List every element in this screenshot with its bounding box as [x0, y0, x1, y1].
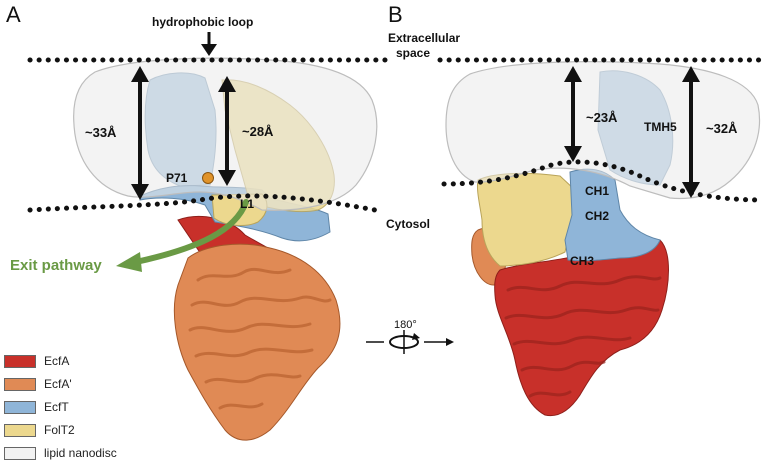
panel-b-letter: B [388, 2, 403, 27]
panel-a-cytosol-boundary [27, 193, 378, 213]
panel-a-outer-depth-arrowhead-top [131, 66, 149, 82]
panel-b-folt2-density [477, 172, 576, 267]
panel-a-letter: A [6, 2, 21, 27]
rotation-icon [366, 330, 454, 354]
panel-a-inner-depth-label: ~28Å [242, 124, 274, 139]
ch1-label: CH1 [585, 184, 609, 198]
extracellular-label-line1: Extracellular [388, 31, 460, 45]
panel-a-ecfa-prime-density [173, 243, 341, 441]
ch2-label: CH2 [585, 209, 609, 223]
panel-a-inner-depth-arrowhead-bottom [218, 170, 236, 186]
ch3-label: CH3 [570, 254, 594, 268]
panel-a-inner-depth-arrowhead-top [218, 76, 236, 92]
cytosol-label: Cytosol [386, 217, 430, 231]
panel-b-outer-depth-arrowhead-bottom [682, 182, 700, 198]
panel-b-structure [445, 61, 761, 417]
exit-pathway-arrowhead [116, 252, 142, 272]
legend-swatch [4, 424, 36, 437]
panel-a-outer-depth-arrowhead-bottom [131, 184, 149, 200]
legend-label: lipid nanodisc [44, 446, 117, 460]
l1-label: L1 [240, 197, 254, 211]
panel-b-ecfa-texture [504, 275, 662, 398]
panel-b-nanodisc [445, 61, 761, 200]
legend-label: FolT2 [44, 423, 75, 437]
exit-pathway-arrow [133, 199, 249, 265]
tmh5-label: TMH5 [644, 120, 677, 134]
panel-a-structure [73, 57, 378, 441]
panel-b-outer-depth-arrowhead-top [682, 66, 700, 82]
panel-b-inner-depth-label: ~23Å [586, 110, 618, 125]
panel-a-ecfa-prime-texture [188, 267, 332, 410]
p71-marker [202, 172, 214, 184]
legend-label: EcfA [44, 354, 70, 368]
panel-b-inner-boundary [441, 159, 762, 203]
legend-label: EcfT [44, 400, 69, 414]
legend-swatch [4, 447, 36, 460]
legend-swatch [4, 378, 36, 391]
hydrophobic-loop-label: hydrophobic loop [152, 15, 253, 29]
panel-b-inner-depth-arrowhead-bottom [564, 146, 582, 162]
legend-label: EcfA' [44, 377, 72, 391]
exit-pathway-label: Exit pathway [10, 257, 102, 274]
cryo-em-figure: A B hydrophobic loop Extracellular space… [6, 2, 762, 441]
panel-b-outer-depth-label: ~32Å [706, 121, 738, 136]
panel-a-outer-depth-label: ~33Å [85, 125, 117, 140]
panel-b-inner-depth-arrowhead-top [564, 66, 582, 82]
extracellular-label-line2: space [396, 46, 430, 60]
legend-swatch [4, 401, 36, 414]
rotation-label: 180° [394, 319, 417, 331]
hydrophobic-loop-arrowhead [201, 44, 217, 56]
legend-swatch [4, 355, 36, 368]
p71-label: P71 [166, 171, 188, 185]
